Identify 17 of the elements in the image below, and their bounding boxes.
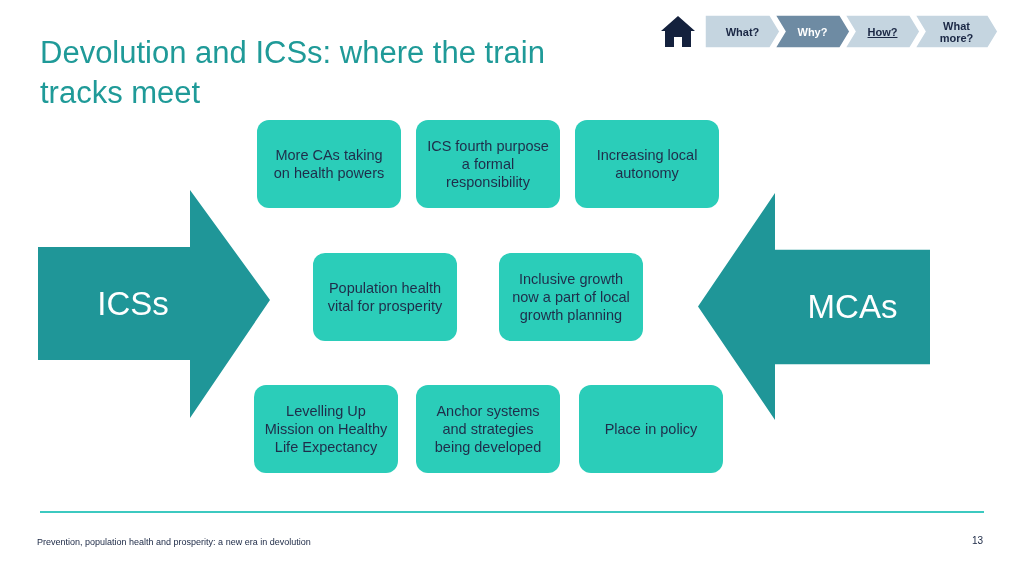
info-box: Anchor systems and strategies being developed xyxy=(416,385,560,473)
slide-title: Devolution and ICSs: where the train tracks meet xyxy=(40,34,546,112)
info-box: ICS fourth purpose a formal responsibility xyxy=(416,120,560,208)
info-box: Increasing local autonomy xyxy=(575,120,719,208)
info-box: Inclusive growth now a part of local growth planning xyxy=(499,253,643,341)
big-arrow: ICSs xyxy=(38,190,270,418)
nav-tab: What? xyxy=(705,15,780,48)
info-box: Population health vital for prosperity xyxy=(313,253,457,341)
info-box: More CAs taking on health powers xyxy=(257,120,401,208)
info-box: Levelling Up Mission on Healthy Life Expectancy xyxy=(254,385,398,473)
big-arrow: MCAs xyxy=(698,193,930,420)
footer-text: Prevention, population health and prosperity: a new era in devolution xyxy=(37,537,311,547)
nav-tab: What more? xyxy=(915,15,998,48)
nav-tab: Why? xyxy=(775,15,850,48)
nav-tab: How? xyxy=(845,15,920,48)
page-number: 13 xyxy=(972,535,984,546)
info-box: Place in policy xyxy=(579,385,723,473)
